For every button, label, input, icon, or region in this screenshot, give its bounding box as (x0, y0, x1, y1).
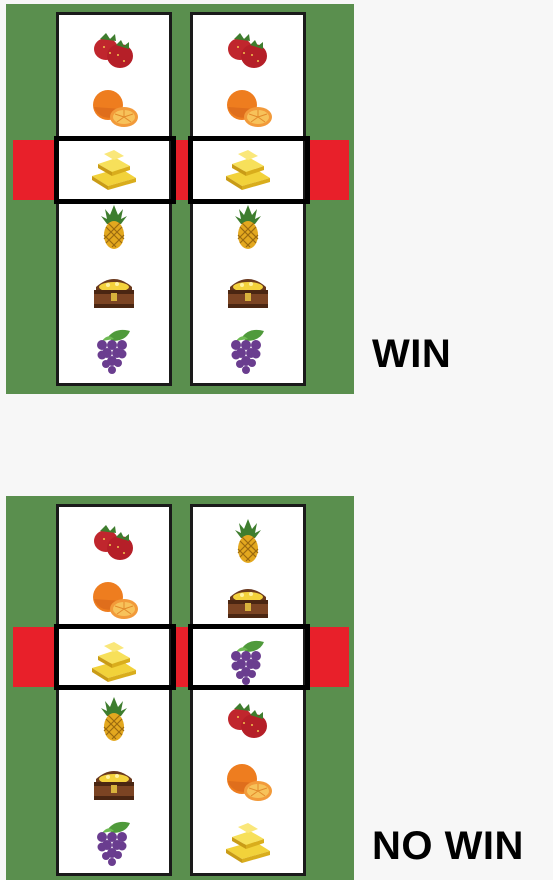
pineapple-icon (86, 201, 142, 253)
reel-symbol (59, 260, 169, 318)
reel-symbol (59, 752, 169, 810)
grapes-icon (220, 323, 276, 375)
payline-frame-left (54, 136, 176, 204)
treasure-chest-icon (86, 755, 142, 807)
strawberry-icon (86, 23, 142, 75)
strawberry-icon (86, 515, 142, 567)
reel-symbol (59, 78, 169, 136)
pineapple-icon (86, 693, 142, 745)
orange-icon (86, 81, 142, 133)
treasure-chest-icon (220, 263, 276, 315)
reel-symbol (193, 198, 303, 256)
reel-symbol (59, 198, 169, 256)
reel-symbol (193, 260, 303, 318)
reel-symbol (193, 570, 303, 628)
pineapple-icon (220, 515, 276, 567)
reel-symbol (193, 78, 303, 136)
treasure-chest-icon (220, 573, 276, 625)
grapes-icon (86, 323, 142, 375)
payline-frame-right (188, 136, 310, 204)
result-label-no-win: NO WIN (372, 824, 524, 869)
payline-frame-left (54, 624, 176, 690)
reel-symbol (193, 752, 303, 810)
reel-symbol (193, 20, 303, 78)
reel-2 (190, 504, 306, 876)
orange-icon (86, 573, 142, 625)
reel-symbol (59, 690, 169, 748)
slot-machine-2 (6, 496, 354, 880)
reel-symbol (59, 512, 169, 570)
strawberry-icon (220, 693, 276, 745)
reel-symbol (193, 812, 303, 870)
strawberry-icon (220, 23, 276, 75)
treasure-chest-icon (86, 263, 142, 315)
reel-symbol (193, 320, 303, 378)
reel-symbol (193, 512, 303, 570)
payline-frame-right (188, 624, 310, 690)
reel-symbol (59, 20, 169, 78)
slot-machine-1 (6, 4, 354, 394)
reel-symbol (59, 320, 169, 378)
orange-icon (220, 755, 276, 807)
reel-symbol (59, 570, 169, 628)
reel-1 (56, 504, 172, 876)
grapes-icon (86, 815, 142, 867)
reel-symbol (193, 690, 303, 748)
reel-symbol (59, 812, 169, 870)
pineapple-icon (220, 201, 276, 253)
result-label-win: WIN (372, 332, 451, 377)
gold-bars-icon (220, 815, 276, 867)
orange-icon (220, 81, 276, 133)
